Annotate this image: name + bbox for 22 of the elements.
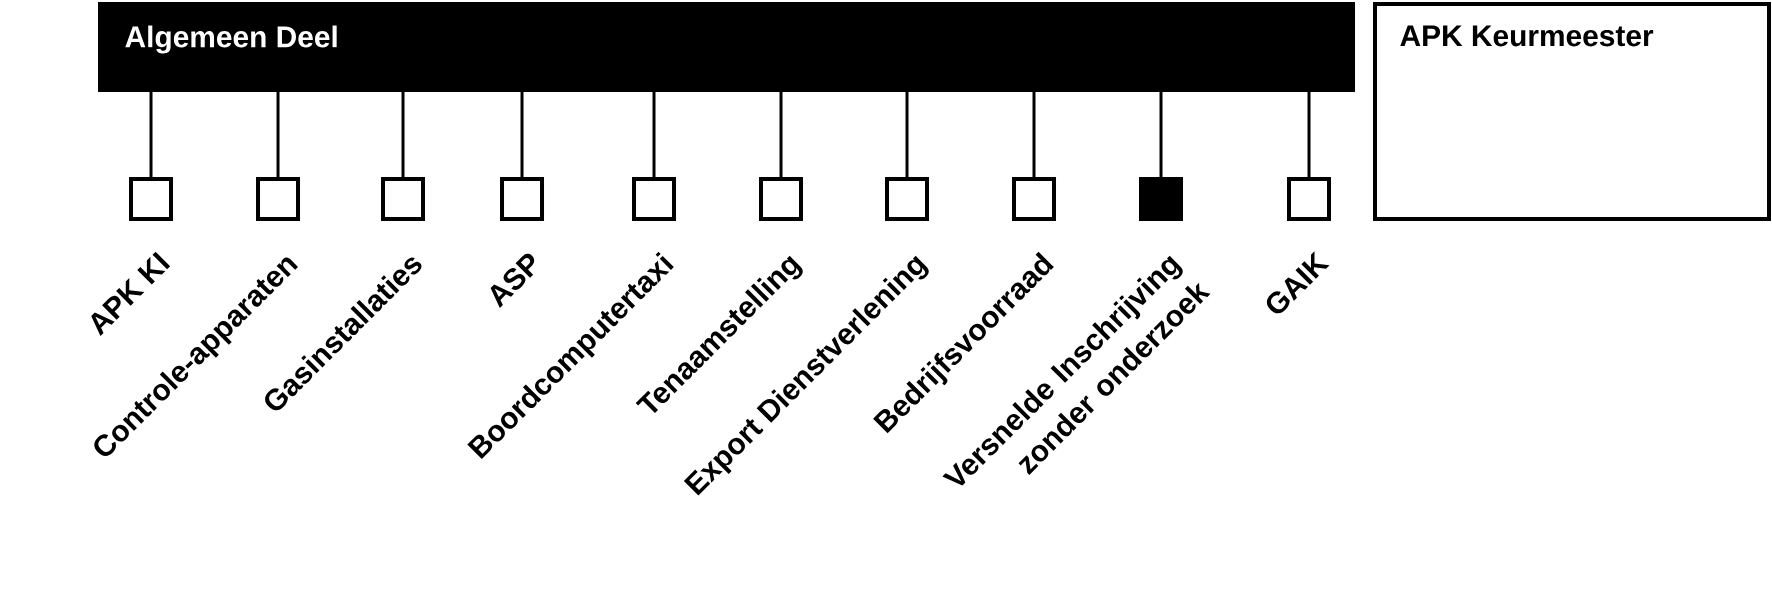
small-square: [1287, 177, 1331, 221]
header-bar: Algemeen Deel: [98, 2, 1355, 92]
small-square: [500, 177, 544, 221]
connector-line: [149, 92, 153, 177]
panel-box: APK Keurmeester: [1373, 2, 1771, 221]
small-square: [129, 177, 173, 221]
connector-line: [1032, 92, 1036, 177]
small-square: [1139, 177, 1183, 221]
small-square: [381, 177, 425, 221]
connector-line: [779, 92, 783, 177]
connector-line: [652, 92, 656, 177]
connector-line: [276, 92, 280, 177]
small-square: [885, 177, 929, 221]
connector-line: [401, 92, 405, 177]
small-square: [1012, 177, 1056, 221]
small-square: [256, 177, 300, 221]
connector-line: [905, 92, 909, 177]
connector-line: [520, 92, 524, 177]
connector-line: [1307, 92, 1311, 177]
small-square: [759, 177, 803, 221]
small-square: [632, 177, 676, 221]
connector-line: [1159, 92, 1163, 177]
